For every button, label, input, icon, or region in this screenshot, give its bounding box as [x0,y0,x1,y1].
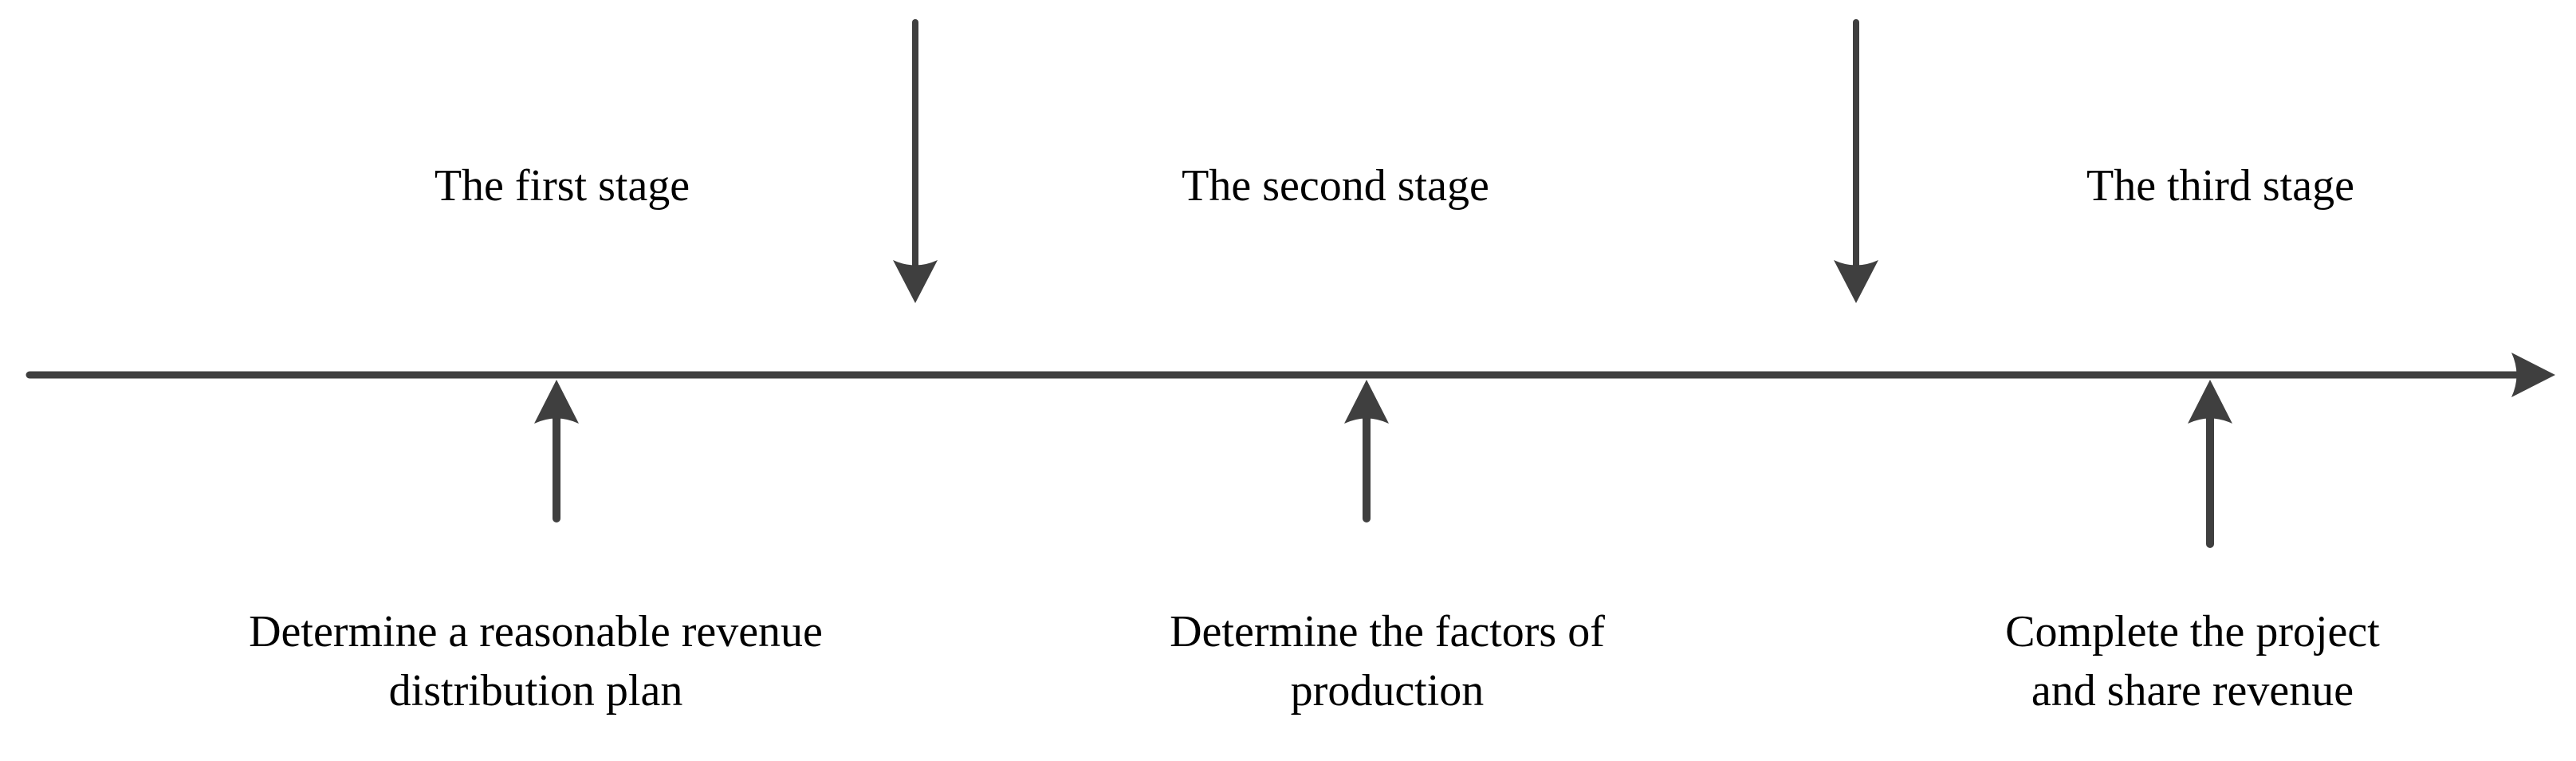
milestone-arrow-3-head-icon [2188,380,2232,424]
milestone-arrow-2 [1344,380,1389,522]
milestone-label-3-line-1: Complete the project [2005,607,2380,657]
milestone-label-3-line-2: and share revenue [2031,666,2354,716]
milestone-arrow-1-head-icon [534,380,579,424]
milestone-arrow-3 [2188,380,2232,548]
divider-arrow-2 [1834,19,1878,303]
milestone-label-1-line-2: distribution plan [388,666,683,716]
stage-label-1: The first stage [434,161,690,211]
stage-label-3: The third stage [2086,161,2354,211]
divider-arrow-2-head-icon [1834,260,1878,303]
timeline-axis-arrowhead-icon [2511,353,2555,397]
timeline-axis [26,353,2555,397]
divider-arrow-1 [893,19,938,303]
milestone-arrow-2-head-icon [1344,380,1389,424]
milestone-label-2-line-2: production [1290,666,1485,716]
milestone-label-3: Complete the project and share revenue [2005,602,2380,721]
milestone-label-1: Determine a reasonable revenue distribut… [249,602,823,721]
milestone-label-1-line-1: Determine a reasonable revenue [249,607,823,657]
milestone-label-2-line-1: Determine the factors of [1170,607,1605,657]
stage-label-2: The second stage [1182,161,1489,211]
divider-arrow-1-head-icon [893,260,938,303]
milestone-arrow-1 [534,380,579,522]
milestone-label-2: Determine the factors of production [1170,602,1605,721]
